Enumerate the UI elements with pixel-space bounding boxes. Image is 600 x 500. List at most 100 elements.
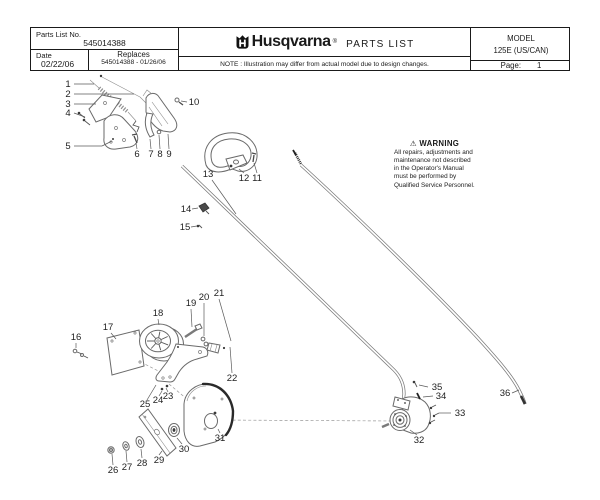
callout-number: 26 [108,465,119,476]
callout-leader [180,100,188,103]
callout-leader [176,437,183,445]
replaces-value: 545014388 - 01/26/06 [101,59,166,66]
callout-number: 29 [154,455,165,466]
callout-leader [135,142,138,150]
callout-leader [218,298,232,342]
callout-number: 13 [203,169,214,180]
date-label: Date [36,51,52,60]
warning-title: ⚠ WARNING [394,139,475,148]
warning-icon: ⚠ [409,139,417,148]
callout-leader [165,387,169,393]
husqvarna-crown-icon [236,35,249,49]
registered-mark: ® [332,39,338,45]
callout-number: 23 [163,391,174,402]
callout-number: 1 [65,79,70,90]
callout-leader [167,133,170,150]
callout-number: 11 [252,173,262,184]
note-text: NOTE : Illustration may differ from actu… [220,60,429,68]
shaft-clamp-drawing [196,202,210,229]
loop-handle-drawing [204,132,258,173]
drive-shaft-drawing [180,164,406,404]
model-cell: MODEL 125E (US/CAN) [471,28,571,60]
callout-leader [125,450,128,463]
brand-name: Husqvarna [251,33,332,50]
callout-leader [158,450,163,456]
callout-leader [409,429,418,436]
callout-leader [511,389,520,394]
callout-leader [158,390,163,397]
callout-leader [211,179,237,215]
divider [471,60,569,61]
callout-leader [110,332,117,340]
callout-leader [111,453,114,466]
divider [178,28,179,70]
callout-leader [229,346,233,374]
callout-number: 5 [65,141,70,152]
handle-grip-drawing [77,94,139,150]
callout-number: 8 [157,149,162,160]
callout-leader [418,384,429,388]
callout-number: 33 [455,408,466,419]
wheel-assembly-drawing [72,323,226,391]
callout-leader [140,448,143,459]
callout-number: 17 [103,322,114,333]
callout-number: 21 [214,288,225,299]
brand-row: Husqvarna ® PARTS LIST [179,28,470,56]
callout-leader [101,140,113,147]
divider [31,49,178,50]
page-cell: Page: 1 [471,60,571,71]
callout-leader [149,138,152,150]
warning-title-text: WARNING [419,139,460,148]
callout-number: 32 [414,435,425,446]
callout-leader [190,308,193,328]
callout-number: 12 [239,173,250,184]
divider [179,56,470,57]
callout-number: 24 [153,395,164,406]
callout-number: 35 [432,382,443,393]
callout-leader [422,395,434,398]
gearbox-drawing [381,380,440,434]
callout-number: 30 [179,444,190,455]
callout-number: 3 [65,99,70,110]
callout-leader [191,207,199,210]
callout-leader [253,162,258,174]
throttle-cable-drawing [89,74,147,133]
divider [88,49,89,70]
warning-body: All repairs, adjustments and maintenance… [394,149,475,189]
page-number: 1 [537,61,542,70]
shield-drawing [183,382,235,447]
header-table: Parts List No. 545014388 Date 02/22/06 R… [30,27,570,71]
callout-leader [217,428,221,434]
callout-number: 25 [140,399,151,410]
callout-number: 16 [71,332,82,343]
model-value: 125E (US/CAN) [493,45,549,55]
callout-leader [158,134,161,150]
divider [470,28,471,70]
callout-leader [146,384,157,401]
callout-number: 14 [181,204,192,215]
page-label: Page: [500,61,522,70]
callout-leader [73,112,86,118]
warning-block: ⚠ WARNING All repairs, adjustments and m… [394,139,475,190]
callout-number: 27 [122,462,133,473]
callout-number: 4 [65,108,70,119]
doc-title: PARTS LIST [346,38,415,50]
callout-leader [190,225,198,228]
parts-list-no-value: 545014388 [83,38,126,48]
parts-list-no-label: Parts List No. [36,30,82,39]
callout-leader [238,168,245,174]
date-value: 02/22/06 [41,59,75,69]
blade-assembly-drawing [107,408,180,457]
model-label: MODEL [507,33,535,43]
callout-number: 2 [65,89,70,100]
callout-number: 9 [166,149,171,160]
flexible-cable-drawing [292,149,527,405]
callout-number: 22 [227,373,238,384]
callout-number: 6 [134,149,139,160]
callout-number: 10 [189,97,200,108]
replaces-label: Replaces [117,50,150,59]
callout-number: 34 [436,391,447,402]
callout-number: 20 [199,292,210,303]
